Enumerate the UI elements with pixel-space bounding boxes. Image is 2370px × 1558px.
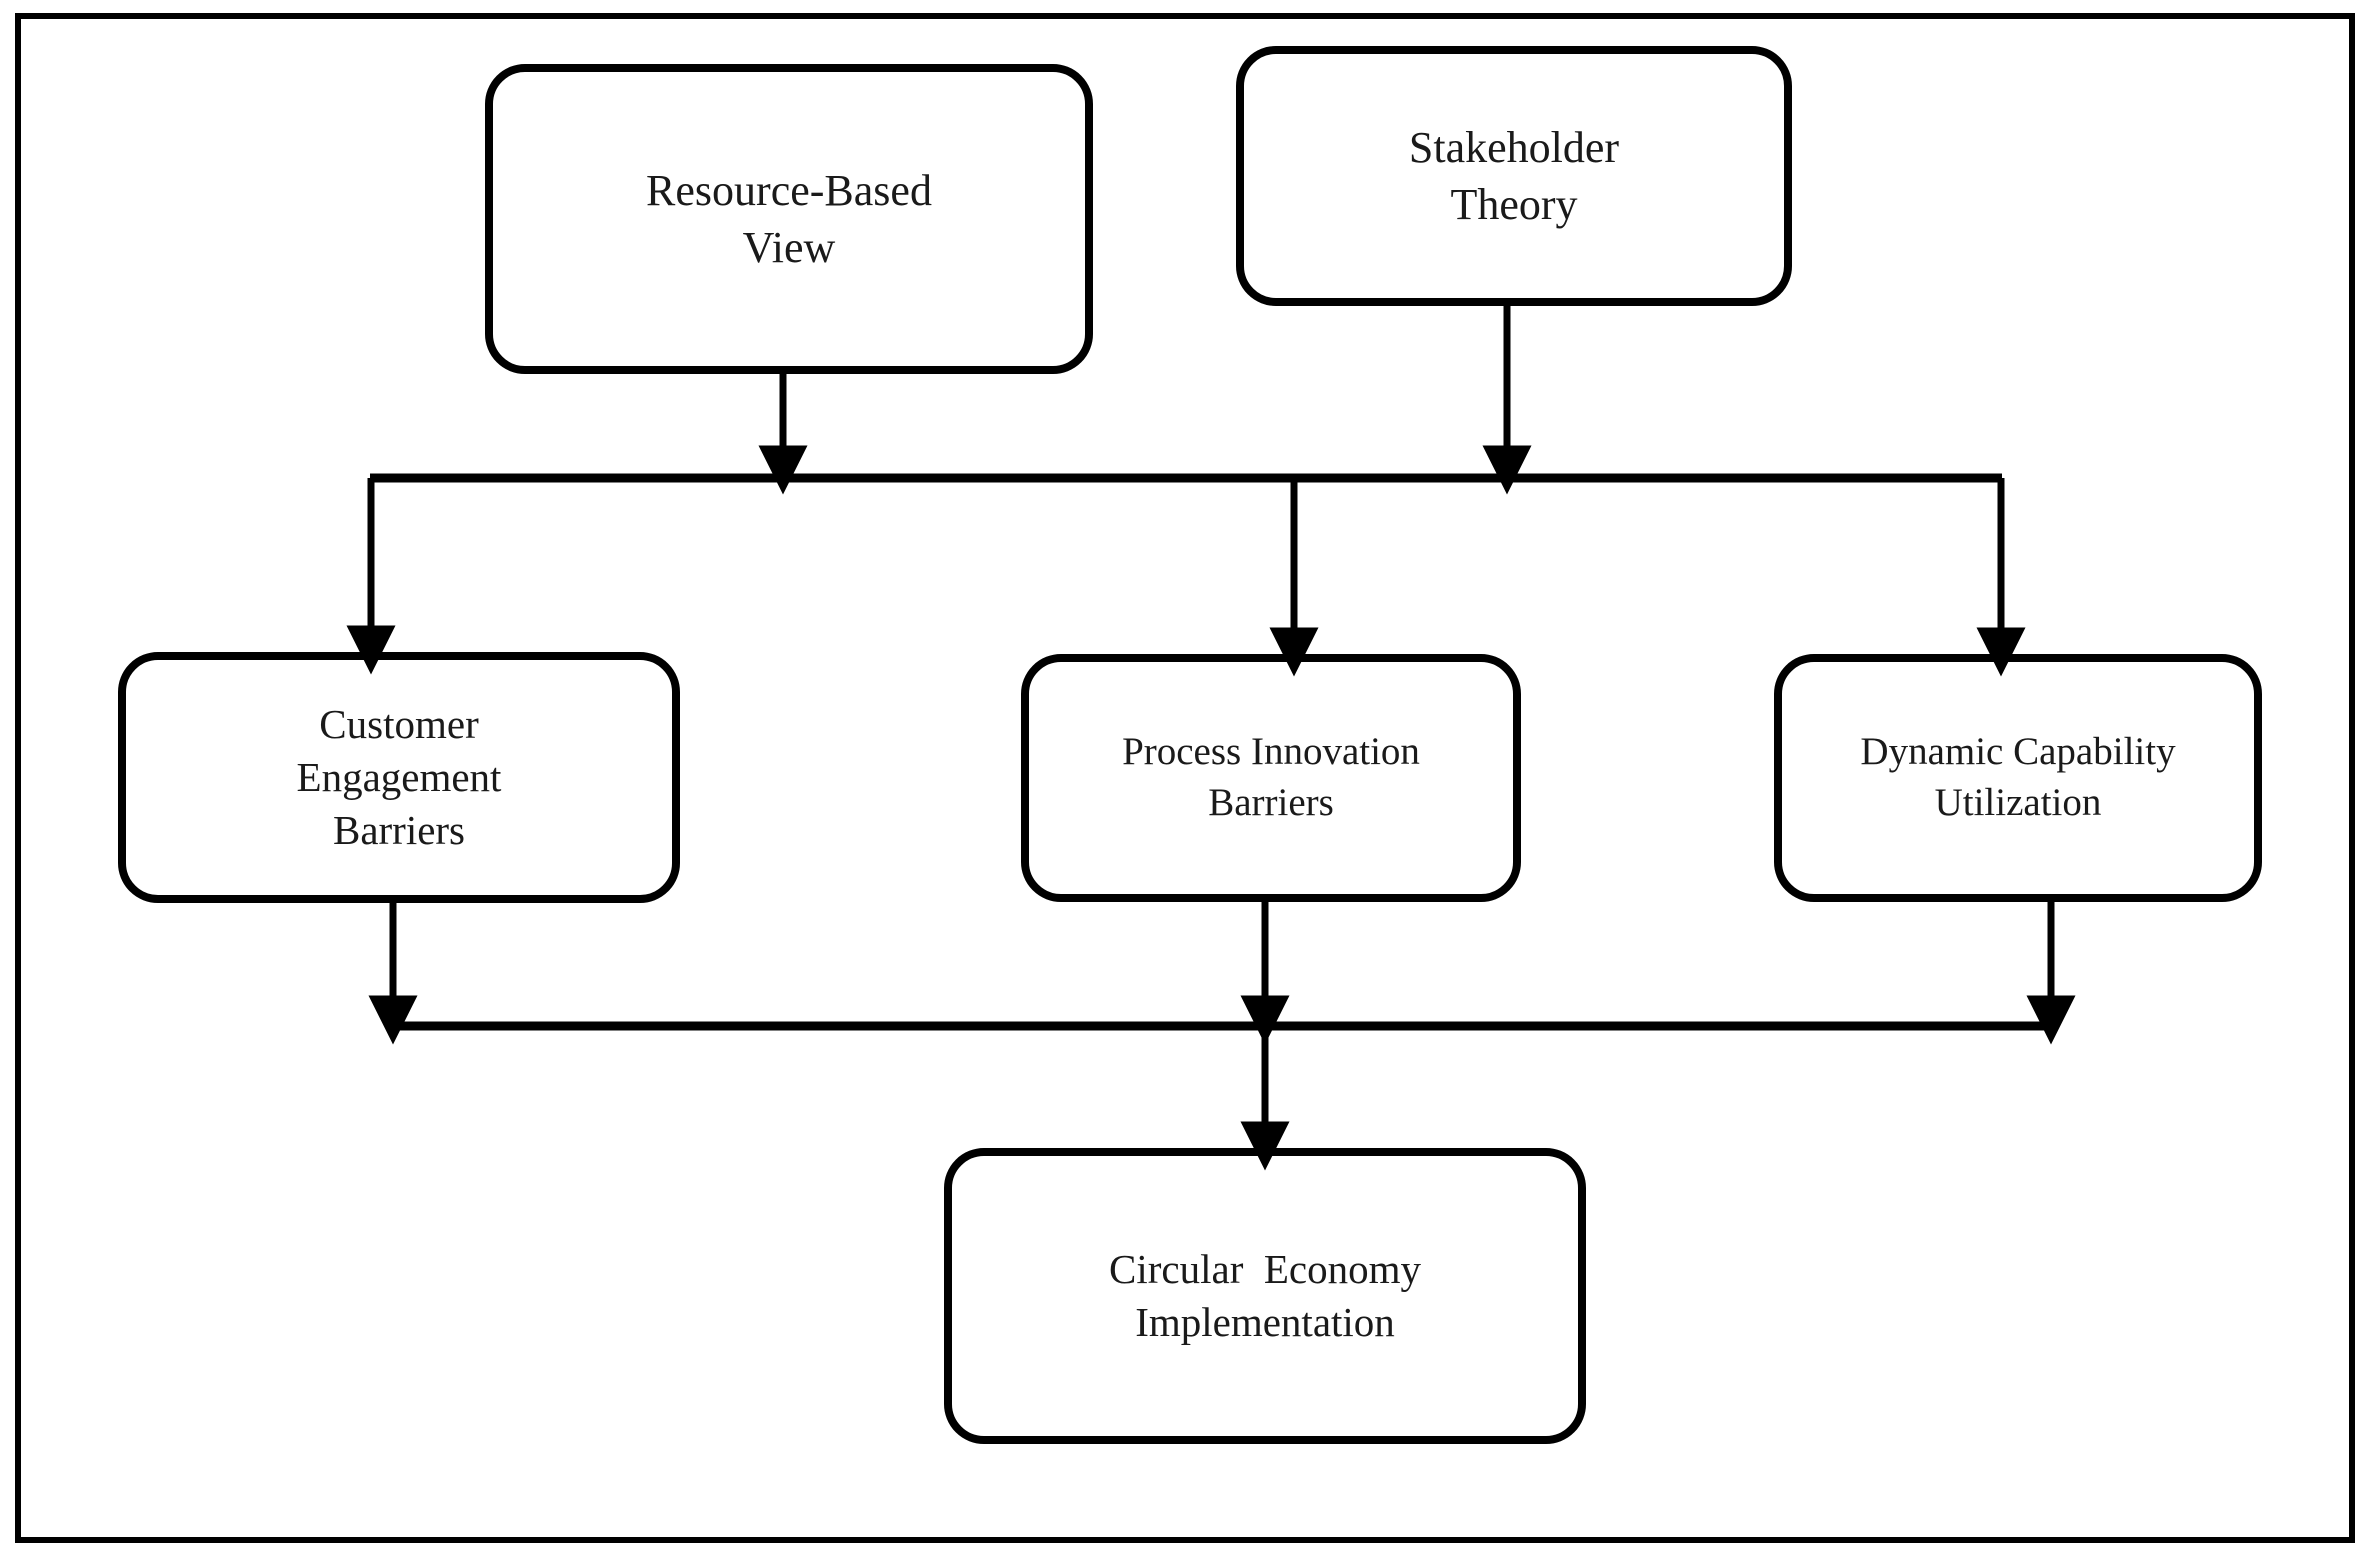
node-process-innovation-barriers[interactable] — [1021, 654, 1521, 902]
node-customer-engagement-barriers[interactable] — [118, 652, 680, 903]
node-resource-based-view[interactable] — [485, 64, 1093, 374]
node-dynamic-capability-utilization[interactable] — [1774, 654, 2262, 902]
node-circular-economy-implementation[interactable] — [944, 1148, 1586, 1444]
node-stakeholder-theory[interactable] — [1236, 46, 1792, 306]
